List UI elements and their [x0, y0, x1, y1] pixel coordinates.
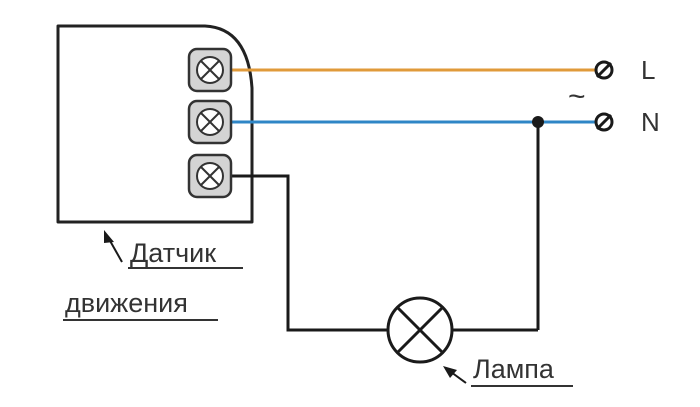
- terminal-3: [187, 153, 233, 199]
- terminal-1: [187, 47, 233, 93]
- sensor-pointer-icon: [104, 230, 123, 263]
- sensor-label-line2: движения: [65, 288, 188, 318]
- lamp-label: Лампа: [473, 354, 555, 384]
- neutral-clamp: [594, 112, 614, 132]
- neutral-label: N: [641, 107, 660, 137]
- sensor-label-line1: Датчик: [130, 238, 216, 268]
- load-wire: [212, 174, 388, 332]
- phase-clamp: [594, 60, 614, 80]
- lamp-icon: [386, 296, 454, 364]
- junction-dot-icon: [532, 116, 544, 128]
- ac-symbol: ~: [568, 80, 586, 113]
- terminal-2: [187, 99, 233, 145]
- lamp-pointer-icon: [443, 366, 467, 384]
- phase-label: L: [641, 55, 655, 85]
